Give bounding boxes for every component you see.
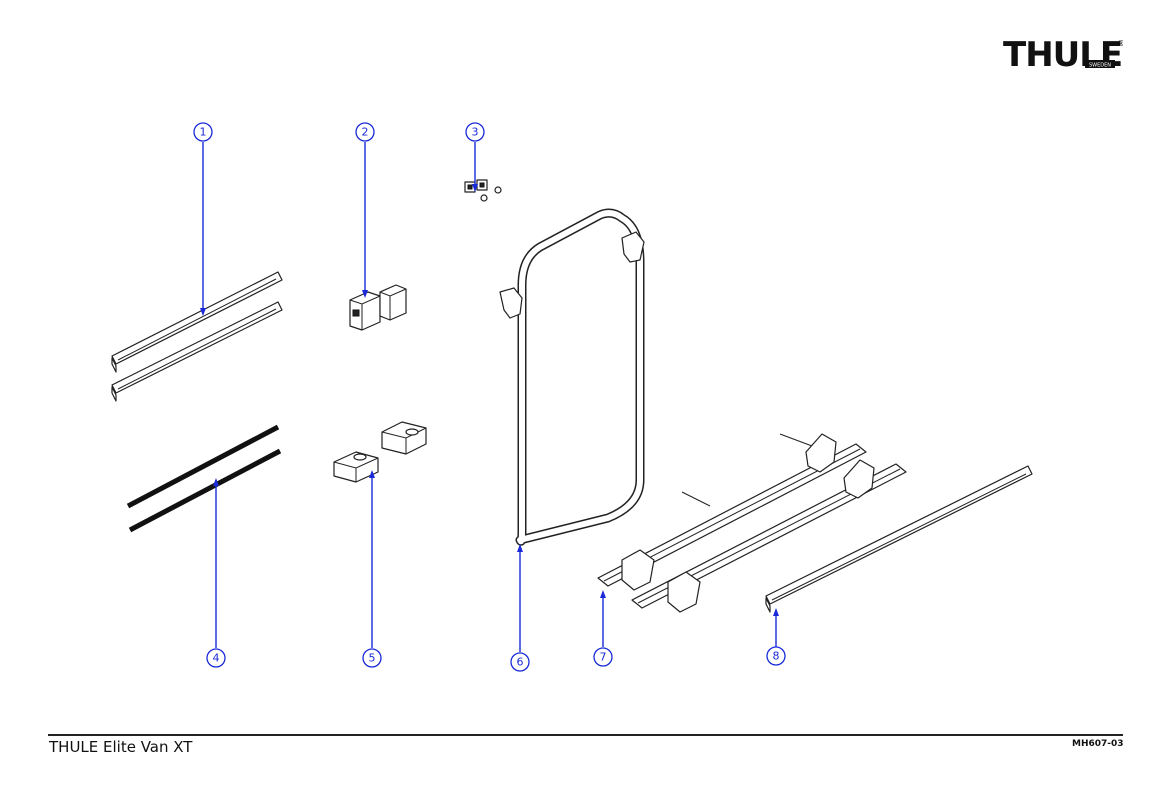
leader-lines bbox=[200, 142, 779, 652]
thule-logo: THULE SWEDEN ® bbox=[1003, 35, 1123, 74]
part-2-clamps bbox=[349, 284, 407, 331]
callout-8: 8 bbox=[766, 646, 786, 666]
part-3-hardware bbox=[464, 179, 502, 202]
part-8-rail bbox=[765, 465, 1033, 613]
document-title: THULE Elite Van XT bbox=[49, 738, 193, 756]
callout-4-number: 4 bbox=[213, 652, 220, 665]
logo-registered-mark: ® bbox=[1117, 39, 1123, 48]
callout-6: 6 bbox=[510, 652, 530, 672]
callout-2: 2 bbox=[355, 122, 375, 142]
callout-4: 4 bbox=[206, 648, 226, 668]
callout-5-number: 5 bbox=[369, 652, 376, 665]
callout-7-number: 7 bbox=[600, 651, 607, 664]
callout-2-number: 2 bbox=[362, 126, 369, 139]
callout-6-number: 6 bbox=[517, 656, 524, 669]
footer-divider bbox=[48, 734, 1123, 736]
logo-tagline: SWEDEN bbox=[1089, 63, 1111, 69]
callout-1-number: 1 bbox=[200, 126, 207, 139]
part-4-strips bbox=[126, 424, 282, 533]
callout-5: 5 bbox=[362, 648, 382, 668]
callout-1: 1 bbox=[193, 122, 213, 142]
document-code: MH607-03 bbox=[1072, 739, 1124, 749]
callout-3: 3 bbox=[465, 122, 485, 142]
part-6-frame bbox=[499, 208, 645, 546]
part-7-rack bbox=[597, 433, 907, 613]
part-1-rails bbox=[111, 271, 283, 402]
callout-8-number: 8 bbox=[773, 650, 780, 663]
callout-7: 7 bbox=[593, 647, 613, 667]
callout-3-number: 3 bbox=[472, 126, 479, 139]
part-5-brackets bbox=[333, 421, 427, 483]
